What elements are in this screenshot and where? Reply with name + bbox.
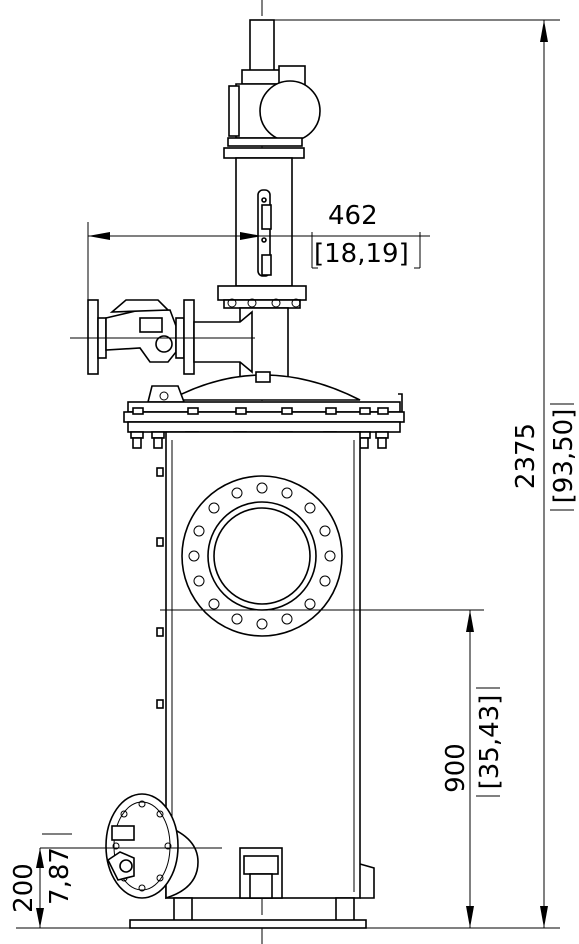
width-inch-label: [18,19] — [314, 239, 409, 269]
bottom-outlet — [129, 847, 375, 929]
inlet-flange — [160, 475, 484, 637]
cover-dome — [146, 371, 403, 412]
total-height-inch-label: [93,50] — [549, 409, 579, 504]
drain-flange — [40, 793, 222, 900]
total-height-dimension: 2375 [93,50] — [262, 19, 579, 929]
inlet-height-dimension: 900 [35,43] — [441, 610, 505, 928]
drain-height-inch-label: 7,87 — [45, 847, 75, 905]
inlet-height-mm-label: 900 — [441, 743, 471, 793]
width-dimension: 462 [18,19] — [87, 201, 430, 370]
side-valve — [70, 299, 255, 375]
inlet-height-inch-label: [35,43] — [475, 695, 505, 790]
total-height-mm-label: 2375 — [511, 423, 541, 489]
width-mm-label: 462 — [328, 201, 378, 231]
actuator-assembly — [223, 19, 321, 287]
drain-height-dimension: 200 7,87 — [9, 833, 140, 929]
drain-height-mm-label: 200 — [9, 863, 39, 913]
